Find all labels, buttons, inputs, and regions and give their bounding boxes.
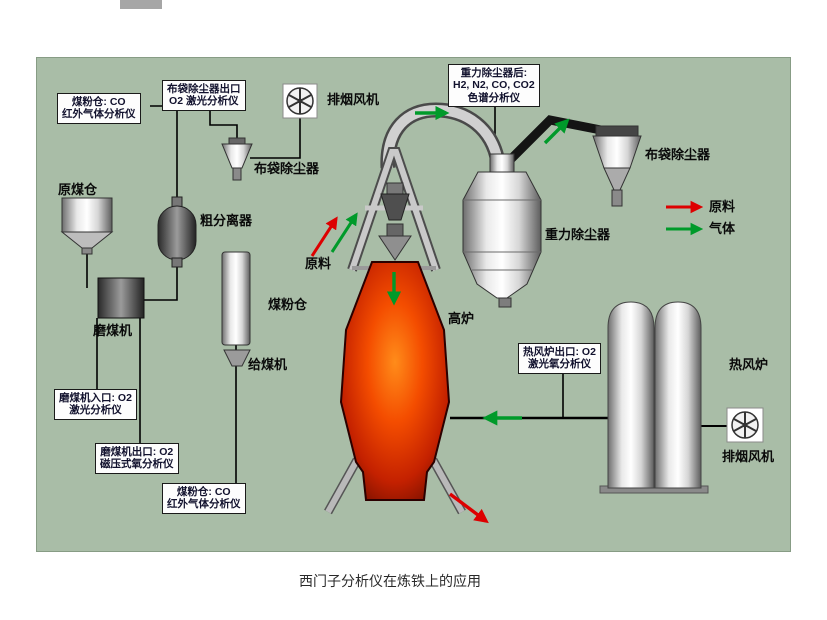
analyzer-box-mill-outlet: 磨煤机出口: O2 磁压式氧分析仪 xyxy=(95,443,179,474)
label-raw-coal-bin: 原煤仓 xyxy=(58,182,98,197)
label-exhaust-fan-right: 排烟风机 xyxy=(722,449,775,464)
analyzer-line: 布袋除尘器出口 xyxy=(167,83,241,95)
coal-feeder-shape xyxy=(223,349,251,367)
analyzer-box-coal-bin-bottom: 煤粉仓: CO 红外气体分析仪 xyxy=(162,483,246,514)
hot-stove-shape xyxy=(599,301,709,494)
analyzer-line: 热风炉出口: O2 xyxy=(523,346,596,358)
coal-powder-bin-shape xyxy=(221,251,251,346)
analyzer-box-bag-filter-outlet: 布袋除尘器出口 O2 激光分析仪 xyxy=(162,80,246,111)
gravity-collector-shape xyxy=(462,153,542,308)
analyzer-line: 煤粉仓: CO xyxy=(176,486,231,498)
label-gravity-collector: 重力除尘器 xyxy=(545,227,611,242)
analyzer-box-hot-stove-outlet: 热风炉出口: O2 激光氧分析仪 xyxy=(518,343,601,374)
analyzer-line: 红外气体分析仪 xyxy=(167,498,241,511)
bag-filter-left-shape xyxy=(221,137,253,181)
label-coal-mill: 磨煤机 xyxy=(93,323,133,338)
analyzer-line: 重力除尘器后: xyxy=(460,67,528,79)
coal-mill-shape xyxy=(97,277,145,319)
analyzer-line: O2 激光分析仪 xyxy=(169,95,239,108)
coarse-separator-shape xyxy=(157,196,197,268)
analyzer-line: 激光氧分析仪 xyxy=(527,358,591,371)
top-edge-artifact xyxy=(120,0,162,9)
analyzer-box-mill-inlet: 磨煤机入口: O2 激光分析仪 xyxy=(54,389,137,420)
label-coal-feeder: 给煤机 xyxy=(248,357,288,372)
analyzer-line: 激光分析仪 xyxy=(69,404,122,417)
label-hot-stove: 热风炉 xyxy=(729,357,769,372)
label-exhaust-fan-top: 排烟风机 xyxy=(327,92,380,107)
raw-coal-bin-shape xyxy=(60,197,114,255)
analyzer-line: H2, N2, CO, CO2 xyxy=(453,79,535,92)
legend-gas-label: 气体 xyxy=(709,221,736,236)
exhaust-fan-top-icon xyxy=(282,83,318,119)
analyzer-line: 色谱分析仪 xyxy=(467,91,521,104)
downcomer-pipe xyxy=(500,115,607,170)
analyzer-box-gravity-collector-after: 重力除尘器后: H2, N2, CO, CO2 色谱分析仪 xyxy=(448,64,540,108)
analyzer-line: 红外气体分析仪 xyxy=(62,108,136,121)
analyzer-line: 磨煤机入口: O2 xyxy=(59,392,132,404)
legend-material-label: 原料 xyxy=(709,199,736,214)
analyzer-line: 磁压式氧分析仪 xyxy=(100,458,174,471)
exhaust-fan-right-icon xyxy=(726,407,764,443)
label-raw-material: 原料 xyxy=(305,256,332,271)
slide-caption: 西门子分析仪在炼铁上的应用 xyxy=(299,573,481,589)
label-coarse-separator: 粗分离器 xyxy=(200,213,253,228)
bag-filter-right-shape xyxy=(592,125,642,207)
analyzer-box-coal-bin-top: 煤粉仓: CO 红外气体分析仪 xyxy=(57,93,141,124)
label-blast-furnace: 高炉 xyxy=(448,311,475,326)
blast-furnace-shape xyxy=(324,147,466,515)
label-bag-filter-left: 布袋除尘器 xyxy=(254,161,320,176)
analyzer-line: 煤粉仓: CO xyxy=(71,96,126,108)
label-bag-filter-right: 布袋除尘器 xyxy=(645,147,711,162)
analyzer-line: 磨煤机出口: O2 xyxy=(100,446,174,458)
label-coal-powder-bin: 煤粉仓 xyxy=(268,297,308,312)
flow-arrows xyxy=(310,105,704,524)
furnace-offtake-pipe xyxy=(380,102,506,169)
